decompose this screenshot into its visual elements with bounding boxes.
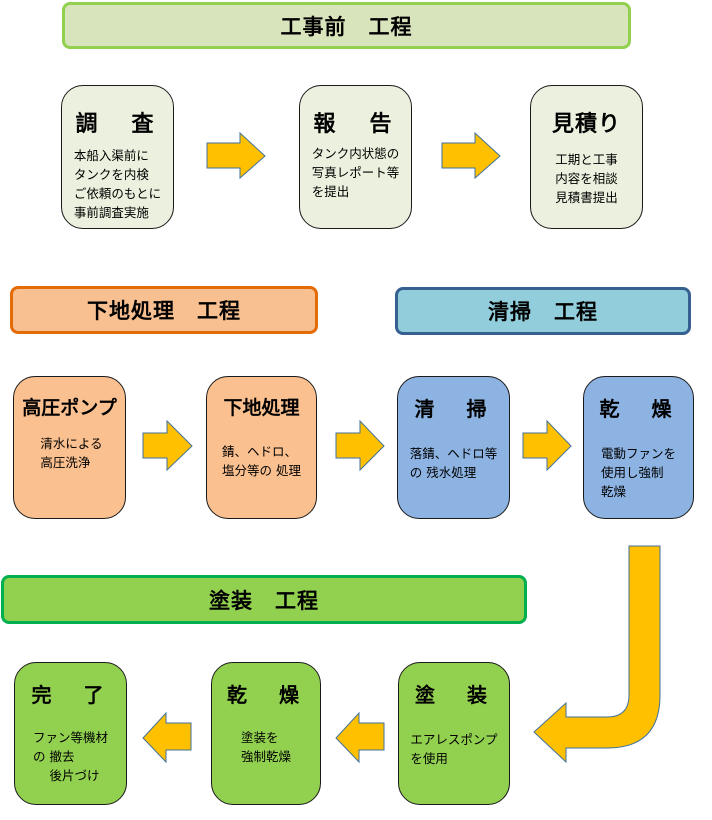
arrow-right-icon	[206, 131, 266, 180]
phase-header-label: 下地処理 工程	[87, 299, 241, 323]
step-survey: 調 査 本船入渠前に タンクを内検 ご依頼のもとに 事前調査実施	[61, 85, 174, 229]
phase-header-label: 工事前 工程	[280, 14, 413, 39]
arrow-left-icon	[335, 711, 385, 764]
step-description: 電動ファンを 使用し強制 乾燥	[600, 446, 676, 499]
step-title: 完 了	[31, 683, 110, 707]
step-description: 塗装を 強制乾燥	[240, 730, 291, 764]
step-description: エアレスポンプ を使用	[410, 732, 498, 766]
step-title: 乾 燥	[599, 397, 678, 421]
step-description: 本船入渠前に タンクを内検 ご依頼のもとに 事前調査実施	[73, 148, 162, 220]
step-description: タンク内状態の 写真レポート等 を提出	[311, 146, 400, 199]
bent-arrow-icon	[533, 545, 661, 764]
step-painting: 塗 装 エアレスポンプ を使用	[398, 662, 510, 805]
step-description: ファン等機材 の 撤去 後片づけ	[32, 730, 108, 783]
step-description: 工期と工事 内容を相談 見積書提出	[555, 152, 618, 205]
arrow-right-icon	[522, 419, 572, 472]
step-surface-treatment: 下地処理 錆、ヘドロ、 塩分等の 処理	[206, 376, 317, 519]
step-cleaning: 清 掃 落錆、ヘドロ等 の 残水処理	[397, 376, 510, 519]
step-complete: 完 了 ファン等機材 の 撤去 後片づけ	[14, 662, 127, 805]
arrow-right-icon	[335, 419, 385, 472]
phase-header-label: 清掃 工程	[488, 300, 598, 324]
phase-header-cleaning: 清掃 工程	[395, 287, 691, 335]
arrow-right-icon	[142, 419, 193, 472]
step-title: 清 掃	[414, 397, 493, 421]
phase-header-pre-construction: 工事前 工程	[62, 2, 631, 49]
arrow-left-icon	[142, 711, 192, 764]
step-title: 下地処理	[223, 397, 300, 419]
step-title: 乾 燥	[227, 683, 305, 707]
step-title: 報 告	[313, 112, 398, 137]
phase-header-painting: 塗装 工程	[1, 575, 527, 624]
step-high-pressure-pump: 高圧ポンプ 清水による 高圧洗浄	[13, 376, 126, 519]
phase-header-label: 塗装 工程	[209, 588, 319, 613]
arrow-right-icon	[441, 131, 501, 180]
step-title: 見積り	[551, 112, 621, 137]
step-description: 清水による 高圧洗浄	[40, 436, 103, 470]
step-title: 調 査	[75, 112, 160, 137]
step-description: 錆、ヘドロ、 塩分等の 処理	[222, 444, 301, 478]
phase-header-surface-prep: 下地処理 工程	[10, 286, 318, 334]
step-drying-paint: 乾 燥 塗装を 強制乾燥	[211, 662, 321, 805]
step-estimate: 見積り 工期と工事 内容を相談 見積書提出	[530, 85, 643, 229]
step-title: 塗 装	[415, 683, 493, 707]
step-title: 高圧ポンプ	[22, 397, 117, 419]
step-report: 報 告 タンク内状態の 写真レポート等 を提出	[299, 85, 412, 229]
step-drying-fan: 乾 燥 電動ファンを 使用し強制 乾燥	[583, 376, 694, 519]
step-description: 落錆、ヘドロ等 の 残水処理	[409, 446, 498, 480]
